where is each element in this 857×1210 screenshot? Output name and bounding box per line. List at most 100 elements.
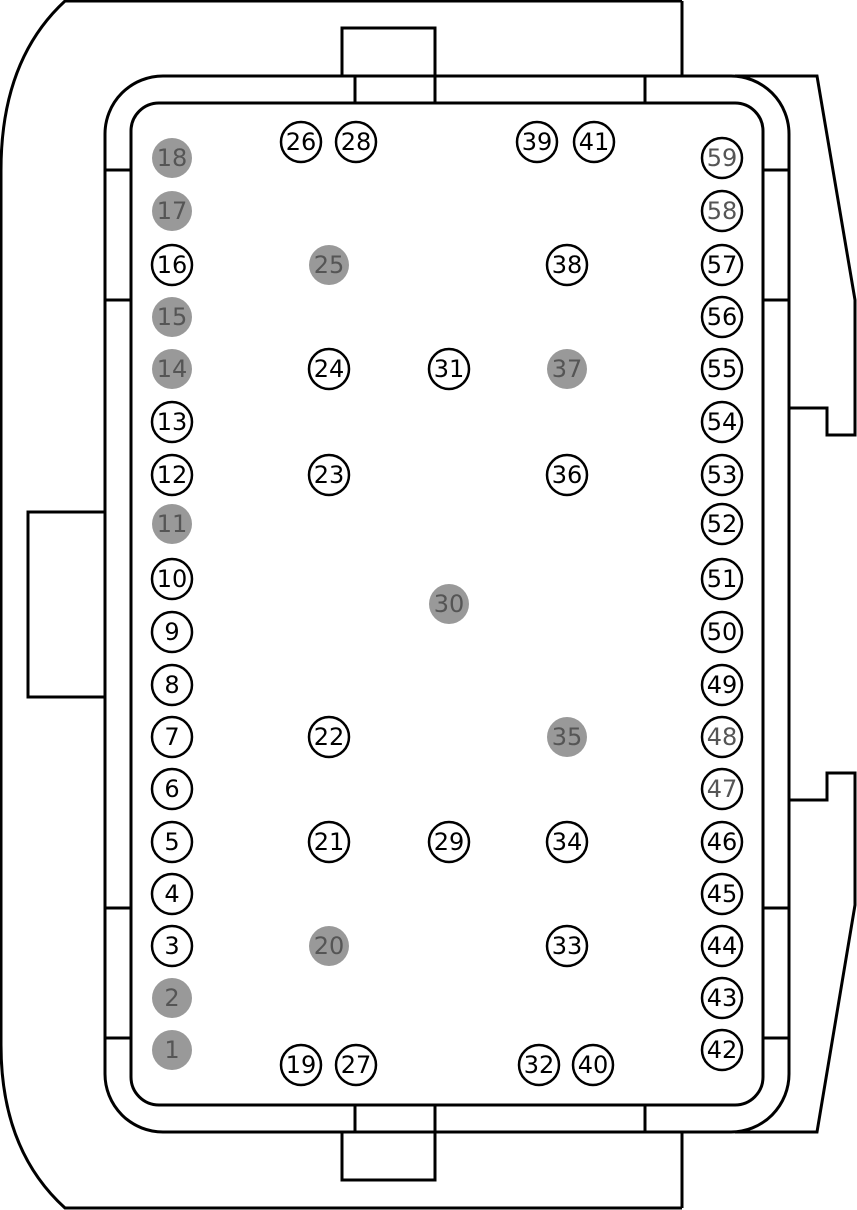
pin-37: 37	[547, 349, 587, 389]
pin-label: 25	[314, 251, 345, 279]
pin-label: 3	[164, 932, 179, 960]
pin-label: 21	[314, 828, 345, 856]
pin-marker-filled	[309, 245, 349, 285]
pin-27: 27	[334, 1043, 378, 1087]
pin-54: 54	[700, 400, 744, 444]
pin-13: 13	[150, 400, 194, 444]
pin-marker-ring	[700, 243, 744, 287]
pin-marker-filled	[152, 978, 192, 1018]
pin-marker-ring	[700, 663, 744, 707]
pin-14: 14	[152, 349, 192, 389]
pin-20: 20	[309, 926, 349, 966]
pin-46: 46	[700, 820, 744, 864]
pin-48: 48	[700, 715, 744, 759]
pin-51: 51	[700, 557, 744, 601]
pin-marker-ring	[515, 120, 559, 164]
pin-label: 54	[707, 408, 738, 436]
outer-shell	[0, 0, 682, 1210]
pin-marker-filled	[547, 349, 587, 389]
pin-marker-ring	[150, 243, 194, 287]
pin-marker-ring	[150, 557, 194, 601]
pin-58: 58	[700, 189, 744, 233]
pin-marker-ring	[307, 715, 351, 759]
pin-field-frame	[129, 101, 765, 1107]
pin-52: 52	[700, 502, 744, 546]
top-tab	[340, 26, 437, 103]
pin-label: 52	[707, 510, 738, 538]
pin-label: 20	[314, 932, 345, 960]
pin-38: 38	[545, 243, 589, 287]
pin-24: 24	[307, 347, 351, 391]
pin-marker-ring	[700, 189, 744, 233]
pin-label: 19	[286, 1051, 317, 1079]
right-latch-shell	[735, 74, 857, 437]
pin-5: 5	[150, 820, 194, 864]
pin-label: 29	[434, 828, 465, 856]
pin-label: 13	[157, 408, 188, 436]
pin-label: 9	[164, 618, 179, 646]
pin-55: 55	[700, 347, 744, 391]
pin-45: 45	[700, 872, 744, 916]
pin-label: 16	[157, 251, 188, 279]
pin-marker-ring	[700, 976, 744, 1020]
pin-marker-ring	[700, 1028, 744, 1072]
pin-label: 46	[707, 828, 738, 856]
pin-marker-ring	[700, 715, 744, 759]
pin-7: 7	[150, 715, 194, 759]
pin-label: 33	[552, 932, 583, 960]
left-tab	[26, 510, 105, 699]
pin-marker-ring	[427, 820, 471, 864]
pin-10: 10	[150, 557, 194, 601]
pin-2: 2	[152, 978, 192, 1018]
pin-marker-ring	[700, 347, 744, 391]
pin-label: 1	[164, 1036, 179, 1064]
pin-34: 34	[545, 820, 589, 864]
pin-49: 49	[700, 663, 744, 707]
pin-label: 4	[164, 880, 179, 908]
pin-6: 6	[150, 767, 194, 811]
pin-marker-ring	[700, 557, 744, 601]
pin-marker-filled	[152, 1030, 192, 1070]
pin-marker-ring	[150, 924, 194, 968]
pin-8: 8	[150, 663, 194, 707]
pin-label: 30	[434, 590, 465, 618]
pin-marker-ring	[150, 400, 194, 444]
pin-marker-ring	[427, 347, 471, 391]
pin-marker-ring	[517, 1043, 561, 1087]
pin-label: 24	[314, 355, 345, 383]
pin-33: 33	[545, 924, 589, 968]
pin-label: 12	[157, 461, 188, 489]
pin-15: 15	[152, 297, 192, 337]
pin-marker-filled	[152, 138, 192, 178]
pin-label: 18	[157, 144, 188, 172]
pin-marker-ring	[150, 663, 194, 707]
pin-21: 21	[307, 820, 351, 864]
pin-marker-ring	[700, 924, 744, 968]
pin-label: 31	[434, 355, 465, 383]
pin-label: 45	[707, 880, 738, 908]
pin-marker-filled	[152, 191, 192, 231]
pin-marker-ring	[700, 295, 744, 339]
pin-marker-ring	[545, 820, 589, 864]
pin-label: 8	[164, 671, 179, 699]
pin-label: 6	[164, 775, 179, 803]
pin-label: 41	[579, 128, 610, 156]
pin-label: 10	[157, 565, 188, 593]
pin-56: 56	[700, 295, 744, 339]
pin-59: 59	[700, 136, 744, 180]
pin-marker-ring	[150, 715, 194, 759]
pin-label: 7	[164, 723, 179, 751]
pin-marker-ring	[279, 1043, 323, 1087]
pin-label: 47	[707, 775, 738, 803]
pin-marker-ring	[700, 767, 744, 811]
pin-3: 3	[150, 924, 194, 968]
pin-12: 12	[150, 453, 194, 497]
pin-18: 18	[152, 138, 192, 178]
pin-marker-ring	[700, 136, 744, 180]
pin-marker-ring	[307, 453, 351, 497]
pin-marker-ring	[572, 120, 616, 164]
pin-marker-ring	[545, 453, 589, 497]
pin-label: 40	[578, 1051, 609, 1079]
pin-label: 37	[552, 355, 583, 383]
pin-label: 17	[157, 197, 188, 225]
